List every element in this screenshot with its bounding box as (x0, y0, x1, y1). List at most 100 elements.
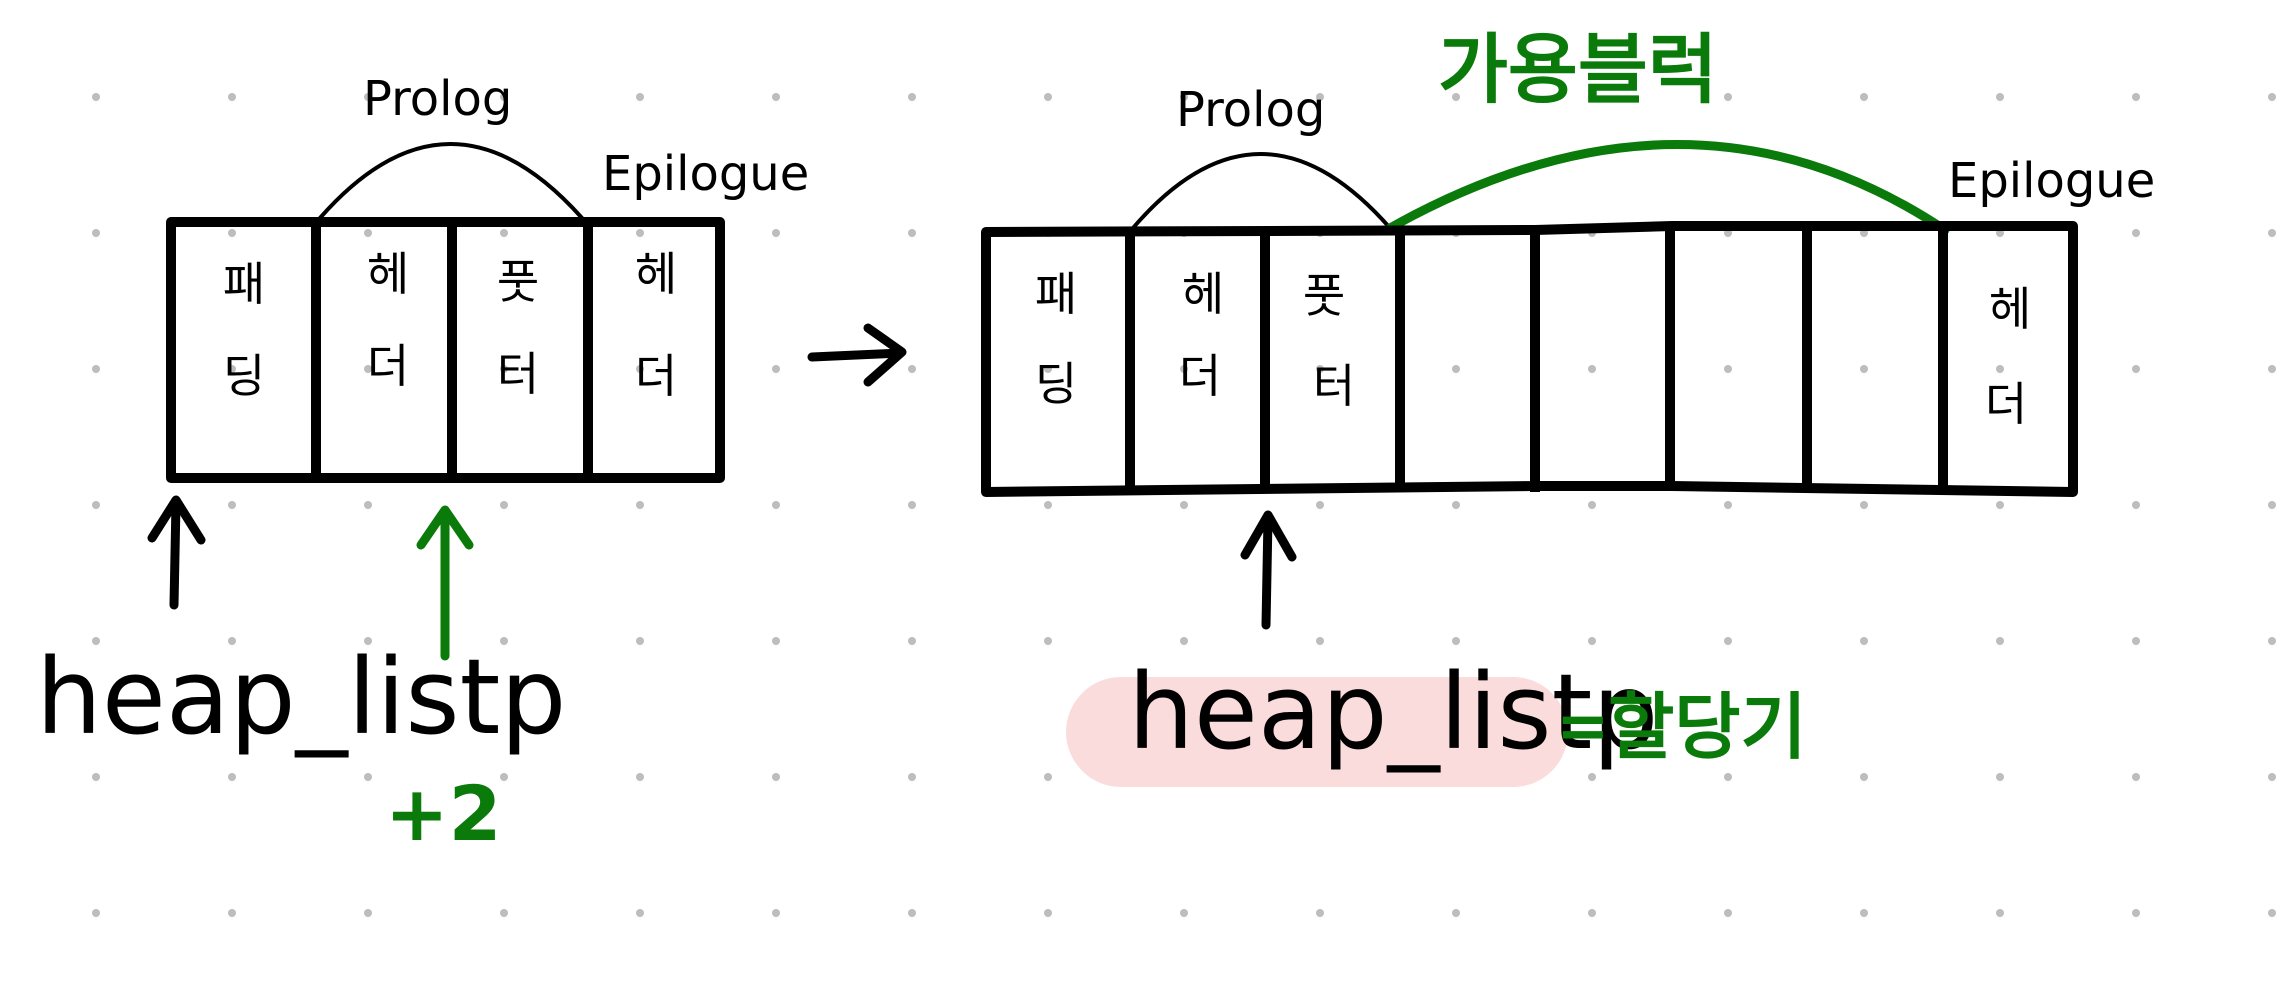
grid-dot (908, 93, 916, 101)
grid-dot (772, 365, 780, 373)
grid-dot (636, 909, 644, 917)
grid-dot (92, 637, 100, 645)
grid-dot (1860, 637, 1868, 645)
grid-dot (92, 365, 100, 373)
grid-dot (1996, 501, 2004, 509)
grid-dot (228, 501, 236, 509)
grid-dot (1452, 93, 1460, 101)
cell-text-line-1: 풋 (1303, 269, 1345, 323)
grid-dot (1044, 365, 1052, 373)
grid-dot (1452, 637, 1460, 645)
grid-dot (2132, 501, 2140, 509)
grid-dot (1588, 501, 1596, 509)
left-cell-padding: 패 딩 (223, 257, 265, 403)
grid-dot (500, 365, 508, 373)
grid-dot (1044, 93, 1052, 101)
grid-dot (1724, 501, 1732, 509)
grid-dot (1588, 909, 1596, 917)
grid-dot (1452, 365, 1460, 373)
left-pointer-arrow (147, 495, 206, 610)
grid-dot (364, 365, 372, 373)
grid-dot (2132, 909, 2140, 917)
right-cell-padding: 패 딩 (1035, 267, 1077, 411)
grid-dot (1860, 501, 1868, 509)
left-heap-listp-label: heap_listp (36, 636, 566, 758)
cell-text-line-1: 헤 (367, 247, 409, 301)
grid-dot (1316, 365, 1324, 373)
cell-text-line-2: 더 (367, 339, 409, 393)
grid-dot (364, 229, 372, 237)
grid-dot (636, 365, 644, 373)
left-epilogue-label: Epilogue (602, 146, 809, 202)
grid-dot (1588, 637, 1596, 645)
grid-dot (636, 229, 644, 237)
grid-dot (364, 637, 372, 645)
grid-dot (908, 501, 916, 509)
grid-dot (364, 501, 372, 509)
grid-dot (1044, 501, 1052, 509)
cell-text-line-1: 풋 (497, 255, 539, 309)
cell-text-line-1: 패 (1035, 267, 1077, 321)
cell-text-line-2: 더 (1985, 377, 2027, 431)
grid-dot (1316, 637, 1324, 645)
grid-dot (1860, 365, 1868, 373)
right-epilogue-label: Epilogue (1948, 153, 2155, 209)
grid-dot (1452, 909, 1460, 917)
grid-dot (1180, 501, 1188, 509)
left-cell-epilogue-header: 헤 더 (635, 247, 677, 403)
right-pointer-arrow (1240, 510, 1297, 630)
grid-dot (1996, 93, 2004, 101)
free-block-arc (1385, 140, 1950, 235)
grid-dot (1724, 365, 1732, 373)
grid-dot (1996, 637, 2004, 645)
right-heap-block (981, 221, 2078, 497)
grid-dot (92, 229, 100, 237)
grid-dot (1588, 365, 1596, 373)
cell-text-line-1: 헤 (1182, 267, 1224, 321)
grid-dot (92, 501, 100, 509)
transition-arrow (807, 323, 907, 387)
grid-dot (228, 909, 236, 917)
cell-text-line-2: 더 (635, 349, 677, 403)
cell-text-line-2: 더 (1179, 349, 1221, 403)
free-block-label: 가용블럭 (1438, 25, 1718, 114)
grid-dot (636, 501, 644, 509)
grid-dot (1316, 909, 1324, 917)
left-heap-block (166, 217, 725, 483)
grid-dot (500, 773, 508, 781)
grid-dot (500, 637, 508, 645)
left-offset-arrow (416, 505, 474, 661)
grid-dot (772, 909, 780, 917)
equals-sign: = (1556, 690, 1610, 764)
grid-dot (228, 93, 236, 101)
cell-text-line-2: 딩 (1035, 357, 1077, 411)
grid-dot (92, 909, 100, 917)
grid-dot (908, 229, 916, 237)
grid-dot (1996, 365, 2004, 373)
left-cell-header: 헤 더 (367, 247, 409, 393)
grid-dot (364, 909, 372, 917)
grid-dot (228, 365, 236, 373)
grid-dot (1588, 773, 1596, 781)
grid-dot (772, 773, 780, 781)
grid-dot (1588, 93, 1596, 101)
grid-dot (228, 637, 236, 645)
left-prolog-label: Prolog (363, 71, 512, 127)
grid-dot (2268, 637, 2276, 645)
grid-dot (636, 773, 644, 781)
grid-dot (500, 909, 508, 917)
grid-dot (908, 637, 916, 645)
grid-dot (2268, 501, 2276, 509)
grid-dot (908, 909, 916, 917)
right-cell-footer: 풋 터 (1303, 269, 1355, 413)
grid-dot (1860, 93, 1868, 101)
grid-dot (228, 229, 236, 237)
right-heap-listp-label: heap_listp (1128, 651, 1658, 773)
cell-text-line-2: 딩 (223, 349, 265, 403)
grid-dot (636, 93, 644, 101)
grid-dot (1316, 501, 1324, 509)
grid-dot (772, 501, 780, 509)
grid-dot (2132, 365, 2140, 373)
